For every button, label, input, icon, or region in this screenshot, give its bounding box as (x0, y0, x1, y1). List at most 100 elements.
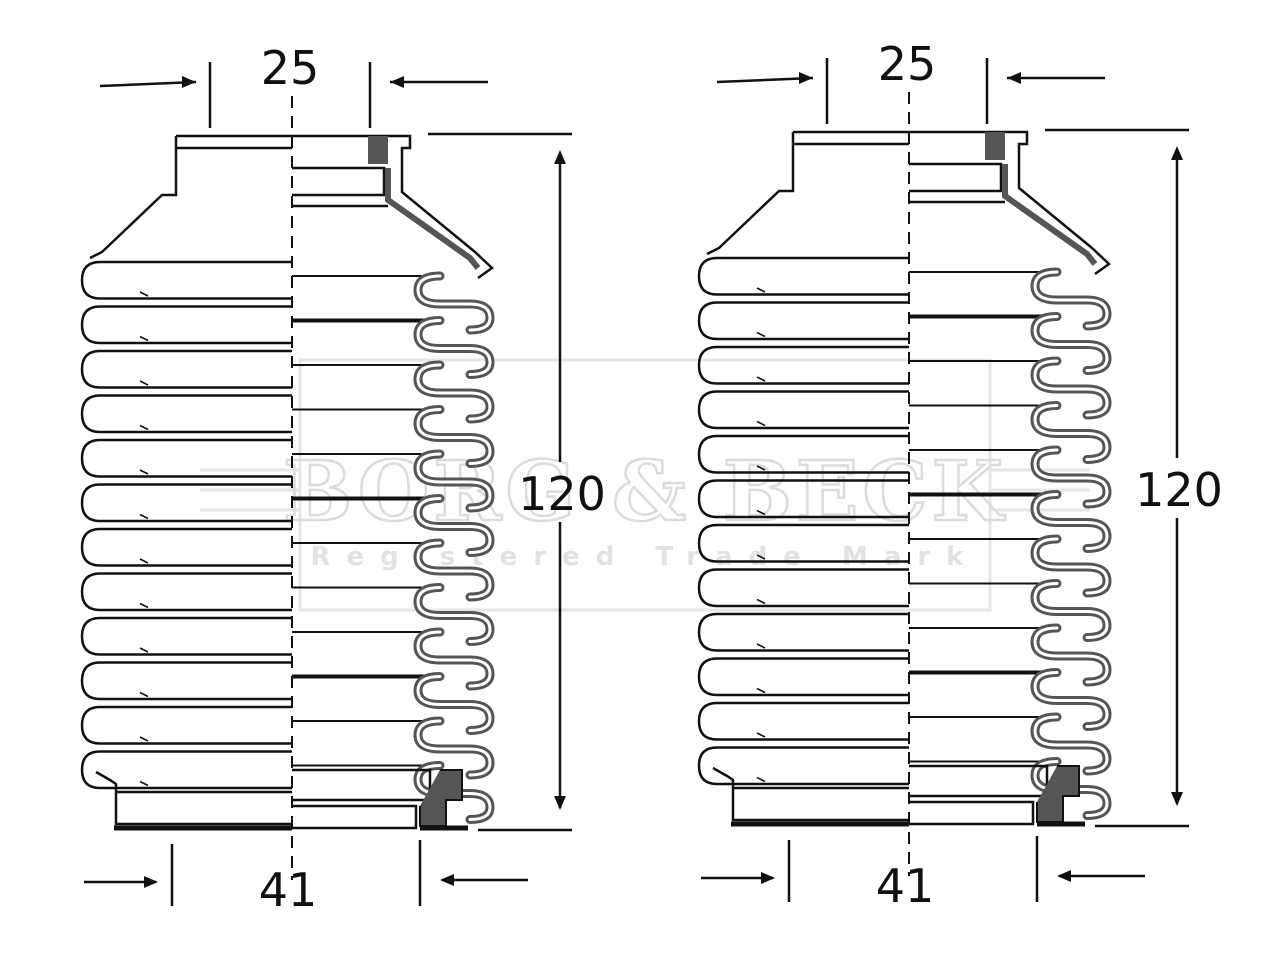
convolution-ridge-left (80, 705, 292, 745)
bottom-dim-arrow-left-head (761, 872, 775, 884)
bottom-section-fill (1036, 765, 1080, 823)
watermark-tagline: Registered Trade Mark (311, 542, 980, 572)
length-arrow-bottom (1171, 792, 1183, 806)
convolution-wall-highlight (416, 719, 492, 777)
bottom-diameter-label: 41 (259, 863, 318, 917)
bottom-dim-arrow-right-head (1057, 870, 1071, 882)
convolution-ridge-left (80, 661, 292, 701)
convolution-ridge-left (80, 394, 292, 434)
convolution-ridge-left (80, 260, 292, 300)
convolution-ridge-left (697, 345, 909, 385)
bottom-dim-arrow-right-head (440, 874, 454, 886)
convolution-notch (139, 602, 149, 609)
convolution-ridge-left (697, 746, 909, 786)
convolution-notch (139, 558, 149, 564)
convolution-ridge-left (697, 568, 909, 608)
convolution-ridge-left (697, 301, 909, 341)
convolution-wall-highlight (416, 408, 492, 465)
cone-section-wall (385, 168, 481, 270)
boot-right: 25 41 120 (697, 37, 1223, 913)
collar-right-outline (292, 134, 494, 280)
convolution-wall-highlight (1033, 448, 1109, 506)
convolution-wall-highlight (416, 274, 492, 332)
bottom-collar-left (95, 770, 292, 826)
collar-section-fill (368, 136, 388, 164)
length-arrow-bottom (554, 796, 566, 810)
boot-left: 25 41 120 (80, 41, 606, 917)
convolution-notch (756, 509, 766, 516)
convolution-ridge-left (80, 572, 292, 612)
top-dim-arrow-right-head (390, 76, 404, 88)
collar-right-outline (909, 130, 1111, 276)
top-dim-arrow-left-line (99, 80, 197, 88)
convolution-ridge-left (80, 305, 292, 345)
length-label: 120 (1135, 463, 1223, 517)
convolution-ridge-left (697, 523, 909, 563)
convolution-notch (756, 598, 766, 605)
convolution-wall-highlight (1033, 626, 1109, 684)
top-dim-arrow-right-head (1007, 72, 1021, 84)
convolution-ridge-left (697, 256, 909, 296)
collar-left-outline (706, 142, 909, 256)
convolution-ridge-left (697, 657, 909, 697)
collar-top-left (791, 130, 909, 144)
convolution-ridge-left (697, 701, 909, 741)
convolution-ridge-left (697, 434, 909, 474)
convolution-wall-highlight (1033, 582, 1109, 639)
convolution-wall-highlight (416, 586, 492, 643)
watermark: BORG & BECK Registered Trade Mark (200, 358, 1090, 612)
watermark-frame (298, 358, 992, 612)
collar-top-left (174, 134, 292, 148)
convolution-ridge-left (80, 527, 292, 567)
convolution-notch (139, 736, 149, 742)
convolution-ridge-left (80, 483, 292, 523)
convolution-notch (139, 424, 149, 431)
length-label: 120 (518, 467, 606, 521)
convolution-wall-highlight (1033, 671, 1109, 728)
convolution-notch (756, 287, 766, 293)
convolution-wall-highlight (416, 675, 492, 732)
convolution-wall-highlight (1033, 270, 1109, 328)
top-dim-arrow-left-head (799, 72, 813, 84)
convolution-wall-highlight (1033, 537, 1109, 595)
convolution-notch (139, 380, 149, 386)
convolution-notch (756, 376, 766, 382)
convolution-notch (139, 469, 149, 475)
collar-section-fill (985, 132, 1005, 160)
convolution-wall-highlight (416, 541, 492, 599)
convolution-wall-highlight (416, 630, 492, 688)
top-diameter-label: 25 (878, 37, 937, 91)
bottom-collar-right (909, 764, 1049, 826)
convolution-ridge-left (80, 616, 292, 656)
convolution-notch (756, 776, 766, 783)
convolution-ridge-left (697, 479, 909, 519)
top-dim-arrow-left-head (182, 76, 196, 88)
convolution-notch (756, 554, 766, 560)
convolution-wall-highlight (1033, 315, 1109, 372)
boot-body (80, 62, 572, 906)
convolution-ridge-left (80, 438, 292, 478)
bottom-collar-right (292, 768, 432, 830)
convolution-wall-highlight (416, 452, 492, 510)
convolution-notch (139, 513, 149, 520)
convolution-notch (756, 331, 766, 338)
convolution-wall-highlight (416, 497, 492, 554)
convolution-notch (139, 335, 149, 342)
top-diameter-label: 25 (261, 41, 320, 95)
convolution-wall-highlight (1033, 715, 1109, 773)
convolution-wall-highlight (416, 363, 492, 421)
length-arrow-top (554, 150, 566, 164)
convolution-ridge-left (80, 750, 292, 790)
top-dim-arrow-left-line (716, 76, 814, 84)
bottom-diameter-label: 41 (876, 859, 935, 913)
length-arrow-top (1171, 146, 1183, 160)
boot-body (697, 58, 1189, 902)
convolution-notch (756, 643, 766, 649)
convolution-notch (139, 291, 149, 297)
convolution-notch (756, 732, 766, 738)
convolution-notch (139, 647, 149, 653)
convolution-notch (756, 687, 766, 694)
bottom-collar-left (712, 766, 909, 822)
convolution-notch (756, 420, 766, 427)
